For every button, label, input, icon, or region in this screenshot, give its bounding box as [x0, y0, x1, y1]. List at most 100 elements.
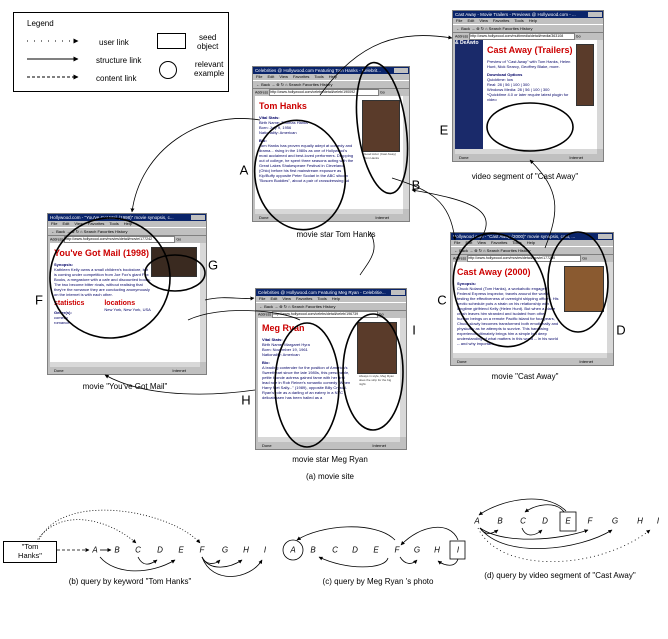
menu-item-file[interactable]: File — [51, 221, 58, 226]
menu-item-edit[interactable]: Edit — [62, 221, 70, 226]
title-bar: Celebrities @ Hollywood.com Featuring Me… — [256, 289, 406, 296]
sidebar-label: & DeAwto — [455, 40, 479, 46]
toolbar[interactable]: ← Back → ⊗ ↻ ⌂ Search Favorites History — [256, 302, 406, 311]
graph-d-node-E: E — [565, 516, 571, 526]
page-content: Cast Away (2000)Synopsis:Chuck Noland (T… — [453, 262, 607, 353]
region-label-A: A — [239, 162, 249, 178]
address-input[interactable]: http://www.hollywood.com/multimedia/deta… — [469, 33, 575, 40]
window-controls[interactable] — [588, 12, 602, 17]
menu-item-view[interactable]: View — [479, 18, 488, 23]
region-B — [355, 61, 409, 195]
link-castaway-tomhanks — [411, 188, 487, 241]
menu-item-favorites[interactable]: Favorites — [492, 18, 510, 23]
menu-item-help[interactable]: Help — [123, 221, 132, 226]
vertical-scrollbar[interactable] — [607, 262, 613, 353]
window-title: Celebrities @ Hollywood.com Featuring Me… — [258, 290, 386, 295]
legend-title: Legend — [27, 19, 54, 28]
go-button[interactable]: Go — [379, 90, 385, 95]
menu-item-tools[interactable]: Tools — [109, 221, 119, 226]
graph-d-node-H: H — [637, 516, 643, 526]
menu-item-help[interactable]: Help — [328, 74, 337, 79]
region-E — [486, 102, 574, 152]
location[interactable]: New York, New York, USA — [104, 307, 151, 312]
menu-item-favorites[interactable]: Favorites — [292, 74, 310, 79]
menu-item-tools[interactable]: Tools — [317, 296, 327, 301]
vertical-scrollbar[interactable] — [597, 40, 603, 149]
title-bar: Cast Away - Movie Trailers - Previews @ … — [453, 11, 603, 18]
menu-item-tools[interactable]: Tools — [514, 18, 524, 23]
graph-b-node-B: B — [114, 545, 120, 555]
menu-item-favorites[interactable]: Favorites — [295, 296, 313, 301]
graph-b-node-C: C — [135, 545, 141, 555]
graph-c-seed-box — [449, 540, 466, 560]
menu-item-favorites[interactable]: Favorites — [490, 240, 508, 245]
menu-item-view[interactable]: View — [282, 296, 291, 301]
menu-item-help[interactable]: Help — [526, 240, 535, 245]
address-bar: Address http://www.hollywood.com/movies/… — [451, 255, 613, 262]
region-I — [342, 313, 404, 431]
genre[interactable]: romance — [54, 320, 70, 325]
menu-item-file[interactable]: File — [256, 74, 263, 79]
text-line: Nationality: American — [259, 130, 297, 135]
window-controls[interactable] — [394, 68, 408, 73]
menu-item-edit[interactable]: Edit — [270, 296, 278, 301]
graph-b-node-H: H — [243, 545, 249, 555]
browser-window-tom-hanks: Celebrities @ Hollywood.com Featuring To… — [252, 66, 410, 222]
link-tomhanks-castaway — [391, 177, 457, 241]
link-ygm-content — [187, 310, 301, 321]
vertical-scrollbar[interactable] — [200, 243, 206, 362]
menu-item-favorites[interactable]: Favorites — [87, 221, 105, 226]
address-label: Address — [50, 237, 64, 242]
genre[interactable]: comedy — [54, 315, 69, 320]
status-zone: Internet — [372, 443, 386, 448]
menu-item-view[interactable]: View — [279, 74, 288, 79]
menu-item-tools[interactable]: Tools — [512, 240, 522, 245]
toolbar[interactable]: ← Back → ⊗ ↻ ⌂ Search Favorites History — [48, 227, 206, 236]
go-button[interactable]: Go — [575, 34, 581, 39]
text-line: *Quicktime 4.0 or later require latest p… — [487, 92, 569, 102]
window-controls[interactable] — [598, 234, 612, 239]
menu-item-edit[interactable]: Edit — [467, 18, 475, 23]
toolbar[interactable]: ← Back → ⊗ ↻ ⌂ Search Favorites History — [453, 24, 603, 33]
address-input[interactable]: http://www.hollywood.com/movies/detail/m… — [467, 255, 582, 262]
menu-item-tools[interactable]: Tools — [314, 74, 324, 79]
region-C — [452, 232, 548, 348]
status-text: Done — [262, 443, 272, 448]
region-label-I: I — [412, 322, 416, 338]
menu-item-file[interactable]: File — [454, 240, 461, 245]
browser-window-meg-ryan: Celebrities @ Hollywood.com Featuring Me… — [255, 288, 407, 450]
status-zone: Internet — [579, 359, 593, 364]
link-ygm-megryan — [204, 296, 255, 301]
window-controls[interactable] — [191, 215, 205, 220]
sidebar-nav: & DeAwto — [455, 40, 483, 149]
menu-item-edit[interactable]: Edit — [267, 74, 275, 79]
text-line: Synopsis: — [457, 281, 477, 286]
graph-b-node-I: I — [263, 545, 267, 555]
window-caption: video segment of "Cast Away" — [471, 172, 579, 181]
legend-structure-link: structure link — [96, 56, 142, 65]
photo-caption: Always in style, Meg Ryan does the strip… — [359, 374, 395, 386]
graph-c-node-F: F — [394, 545, 400, 555]
horizontal-scrollbar[interactable] — [255, 209, 403, 214]
horizontal-scrollbar[interactable] — [453, 353, 607, 358]
go-button[interactable]: Go — [378, 312, 384, 317]
horizontal-scrollbar[interactable] — [258, 437, 400, 442]
text-line: Chuck Noland (Tom Hanks), a workaholic e… — [457, 286, 559, 346]
go-button[interactable]: Go — [582, 256, 587, 261]
browser-window-cast-away-trailers: Cast Away - Movie Trailers - Previews @ … — [452, 10, 604, 162]
page-heading: Cast Away (Trailers) — [487, 45, 573, 55]
menu-item-view[interactable]: View — [477, 240, 486, 245]
go-button[interactable]: Go — [176, 237, 182, 242]
window-controls[interactable] — [391, 290, 405, 295]
menu-item-file[interactable]: File — [456, 18, 463, 23]
menu-item-help[interactable]: Help — [528, 18, 537, 23]
link-megryan-ygm — [104, 374, 256, 395]
menu-item-file[interactable]: File — [259, 296, 266, 301]
menu-item-help[interactable]: Help — [331, 296, 340, 301]
vertical-scrollbar[interactable] — [403, 96, 409, 209]
menu-item-view[interactable]: View — [74, 221, 83, 226]
horizontal-scrollbar[interactable] — [50, 362, 200, 367]
